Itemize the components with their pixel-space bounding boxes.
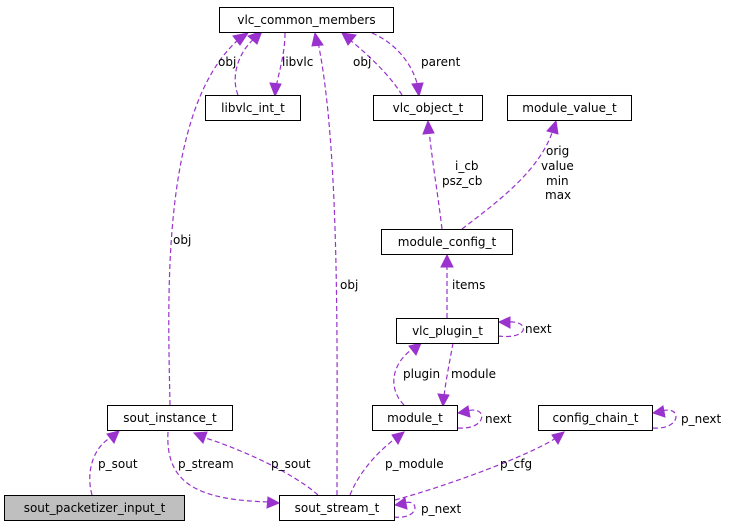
edge-labels: obj libvlc obj parent obj obj i_cb psz_c… xyxy=(98,55,721,516)
label-plugin: plugin xyxy=(403,367,440,381)
edge-packetizer-sout-arrowhead xyxy=(106,430,120,444)
edge-p-stream xyxy=(167,431,271,503)
edge-plugin-next-arrowhead xyxy=(497,316,511,329)
edge-p-module-arrowhead xyxy=(391,431,405,445)
node-sout-packetizer-input-t[interactable]: sout_packetizer_input_t xyxy=(4,495,185,521)
label-min: min xyxy=(546,174,569,188)
label-p-cfg: p_cfg xyxy=(500,457,532,471)
node-config-chain-t-label: config_chain_t xyxy=(553,411,639,425)
node-vlc-plugin-t[interactable]: vlc_plugin_t xyxy=(396,318,499,344)
edge-libvlc-arrowhead xyxy=(269,82,282,98)
label-p-next-chain: p_next xyxy=(681,412,721,426)
edge-stream-obj-arrowhead xyxy=(311,31,324,47)
node-module-t-label: module_t xyxy=(387,411,443,425)
node-config-chain-t[interactable]: config_chain_t xyxy=(538,405,653,431)
edge-libvlc-obj xyxy=(234,37,256,96)
label-p-next-stream: p_next xyxy=(421,502,461,516)
edge-plugin xyxy=(393,347,415,406)
label-orig: orig xyxy=(546,144,569,158)
edge-plugin-next xyxy=(497,321,525,338)
node-vlc-common-members[interactable]: vlc_common_members xyxy=(219,7,394,33)
edge-cb xyxy=(428,129,443,230)
node-vlc-object-t-label: vlc_object_t xyxy=(393,101,464,115)
edge-parent-arrowhead xyxy=(411,82,424,98)
edge-object-obj-arrowhead xyxy=(341,32,357,46)
label-p-module: p_module xyxy=(385,457,444,471)
label-obj-libvlc: obj xyxy=(218,55,236,69)
label-obj-object: obj xyxy=(353,55,371,69)
node-libvlc-int-t-label: libvlc_int_t xyxy=(221,101,285,115)
edge-module-next-arrowhead xyxy=(456,405,471,418)
edge-module xyxy=(443,342,454,398)
label-p-sout-stream: p_sout xyxy=(271,457,311,471)
label-libvlc: libvlc xyxy=(282,55,313,69)
edge-parent xyxy=(371,32,419,89)
node-sout-instance-t[interactable]: sout_instance_t xyxy=(107,405,233,431)
edge-p-cfg-arrowhead xyxy=(551,431,565,445)
node-module-value-t[interactable]: module_value_t xyxy=(507,95,632,121)
edge-libvlc-obj-arrowhead xyxy=(247,30,263,45)
edge-items-arrowhead xyxy=(440,253,454,268)
label-next-module: next xyxy=(485,412,512,426)
edge-chain-next-arrowhead xyxy=(651,405,666,418)
node-libvlc-int-t[interactable]: libvlc_int_t xyxy=(205,95,301,121)
label-items: items xyxy=(452,278,485,292)
node-module-config-t[interactable]: module_config_t xyxy=(381,229,513,255)
edge-stream-next xyxy=(393,501,416,518)
edge-chain-next xyxy=(652,409,677,429)
edge-packetizer-sout xyxy=(89,436,113,496)
label-i-cb: i_cb xyxy=(455,159,479,173)
node-sout-stream-t-label: sout_stream_t xyxy=(295,501,380,515)
edge-p-module xyxy=(349,437,397,496)
node-module-config-t-label: module_config_t xyxy=(398,235,497,249)
nodes: vlc_common_members libvlc_int_t vlc_obje… xyxy=(4,7,653,521)
label-value: value xyxy=(541,159,574,173)
node-module-t[interactable]: module_t xyxy=(372,405,458,431)
edge-cb-arrowhead xyxy=(422,119,435,135)
label-p-stream: p_stream xyxy=(178,457,234,471)
edge-p-sout-arrowhead xyxy=(192,431,208,444)
edge-p-sout xyxy=(201,436,319,496)
edge-values xyxy=(461,129,554,230)
node-sout-instance-t-label: sout_instance_t xyxy=(123,411,217,425)
edge-instance-obj-arrowhead xyxy=(232,32,250,46)
edge-module-next xyxy=(457,409,483,429)
edges xyxy=(89,30,677,518)
node-sout-packetizer-input-t-label: sout_packetizer_input_t xyxy=(24,501,166,515)
edge-module-arrowhead xyxy=(437,393,450,408)
edge-stream-obj xyxy=(317,41,338,496)
edge-values-arrowhead xyxy=(546,119,559,135)
edge-p-stream-arrowhead xyxy=(266,496,281,509)
node-vlc-plugin-t-label: vlc_plugin_t xyxy=(412,324,483,338)
label-max: max xyxy=(545,188,571,202)
node-vlc-common-members-label: vlc_common_members xyxy=(237,13,375,27)
edge-stream-next-arrowhead xyxy=(393,497,408,510)
label-parent: parent xyxy=(421,55,461,69)
label-next-plugin: next xyxy=(525,322,552,336)
edge-plugin-arrowhead xyxy=(408,342,422,356)
label-p-sout-packetizer: p_sout xyxy=(98,457,138,471)
label-obj-instance: obj xyxy=(173,233,191,247)
label-obj-stream: obj xyxy=(340,278,358,292)
node-sout-stream-t[interactable]: sout_stream_t xyxy=(279,495,395,521)
node-vlc-object-t[interactable]: vlc_object_t xyxy=(373,95,483,121)
label-psz-cb: psz_cb xyxy=(442,174,482,188)
edge-instance-obj xyxy=(168,39,239,406)
edge-p-cfg xyxy=(394,437,557,501)
node-module-value-t-label: module_value_t xyxy=(522,101,617,115)
label-module: module xyxy=(451,367,496,381)
